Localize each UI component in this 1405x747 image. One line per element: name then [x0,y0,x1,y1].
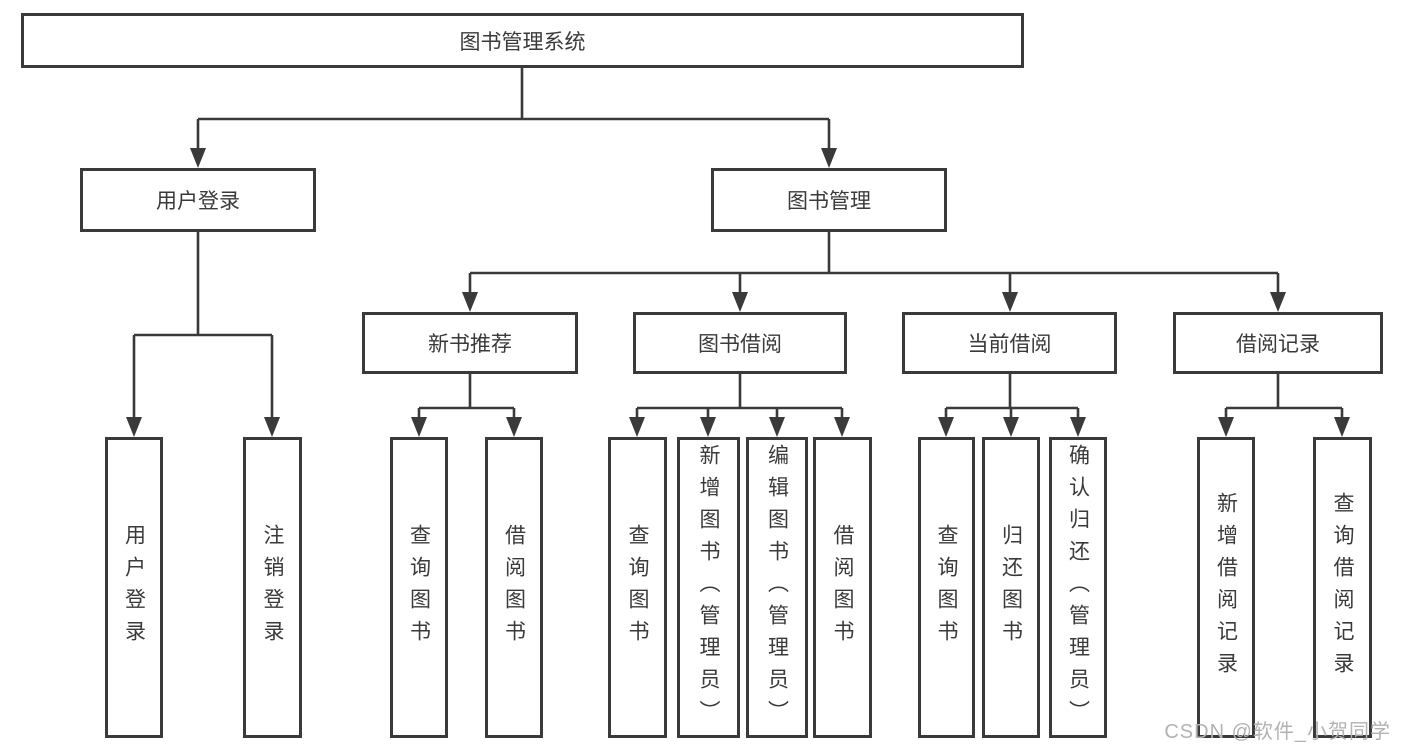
node-current-borrow: 当前借阅 [902,312,1117,374]
leaf-borrow-add-books-admin-label: 新增图书（管理员） [697,443,720,732]
leaf-user-login-label: 用户登录 [122,523,146,652]
node-borrow-record-label: 借阅记录 [1236,333,1320,356]
leaf-borrow-edit-books-admin-label: 编辑图书（管理员） [765,443,789,732]
leaf-current-query-books: 查询图书 [918,437,975,738]
leaf-borrow-borrow-books-label: 借阅图书 [831,523,854,652]
leaf-recommend-query-books: 查询图书 [390,437,448,738]
node-new-book-recommend: 新书推荐 [362,312,578,374]
leaf-logout-label: 注销登录 [261,523,284,652]
node-user-login: 用户登录 [80,168,316,232]
leaf-borrow-query-books: 查询图书 [608,437,667,738]
leaf-record-query-borrow-record-label: 查询借阅记录 [1331,491,1354,684]
node-library-system: 图书管理系统 [21,13,1024,68]
leaf-record-query-borrow-record: 查询借阅记录 [1313,437,1372,738]
node-book-borrow: 图书借阅 [633,312,847,374]
leaf-user-login: 用户登录 [105,437,163,738]
leaf-current-return-books-label: 归还图书 [999,523,1023,652]
leaf-borrow-query-books-label: 查询图书 [626,523,649,652]
node-current-borrow-label: 当前借阅 [967,333,1052,356]
leaf-current-confirm-return-admin: 确认归还（管理员） [1049,437,1107,738]
leaf-current-return-books: 归还图书 [982,437,1040,738]
leaf-record-add-borrow-record-label: 新增借阅记录 [1214,491,1238,684]
leaf-recommend-borrow-books: 借阅图书 [485,437,543,738]
leaf-logout: 注销登录 [243,437,302,738]
watermark: CSDN @软件_小贺同学 [1164,721,1391,743]
leaf-recommend-borrow-books-label: 借阅图书 [502,523,526,652]
node-borrow-record: 借阅记录 [1173,312,1383,374]
leaf-borrow-edit-books-admin: 编辑图书（管理员） [746,437,808,738]
leaf-current-confirm-return-admin-label: 确认归还（管理员） [1066,443,1090,732]
leaf-borrow-borrow-books: 借阅图书 [813,437,872,738]
node-book-management: 图书管理 [711,168,947,232]
node-new-book-recommend-label: 新书推荐 [428,333,512,356]
leaf-borrow-add-books-admin: 新增图书（管理员） [677,437,740,738]
leaf-recommend-query-books-label: 查询图书 [407,523,431,652]
node-book-management-label: 图书管理 [787,190,871,213]
leaf-current-query-books-label: 查询图书 [935,523,958,652]
leaf-record-add-borrow-record: 新增借阅记录 [1197,437,1255,738]
node-book-borrow-label: 图书借阅 [698,333,782,356]
node-user-login-label: 用户登录 [156,190,240,213]
node-library-system-label: 图书管理系统 [459,30,586,54]
